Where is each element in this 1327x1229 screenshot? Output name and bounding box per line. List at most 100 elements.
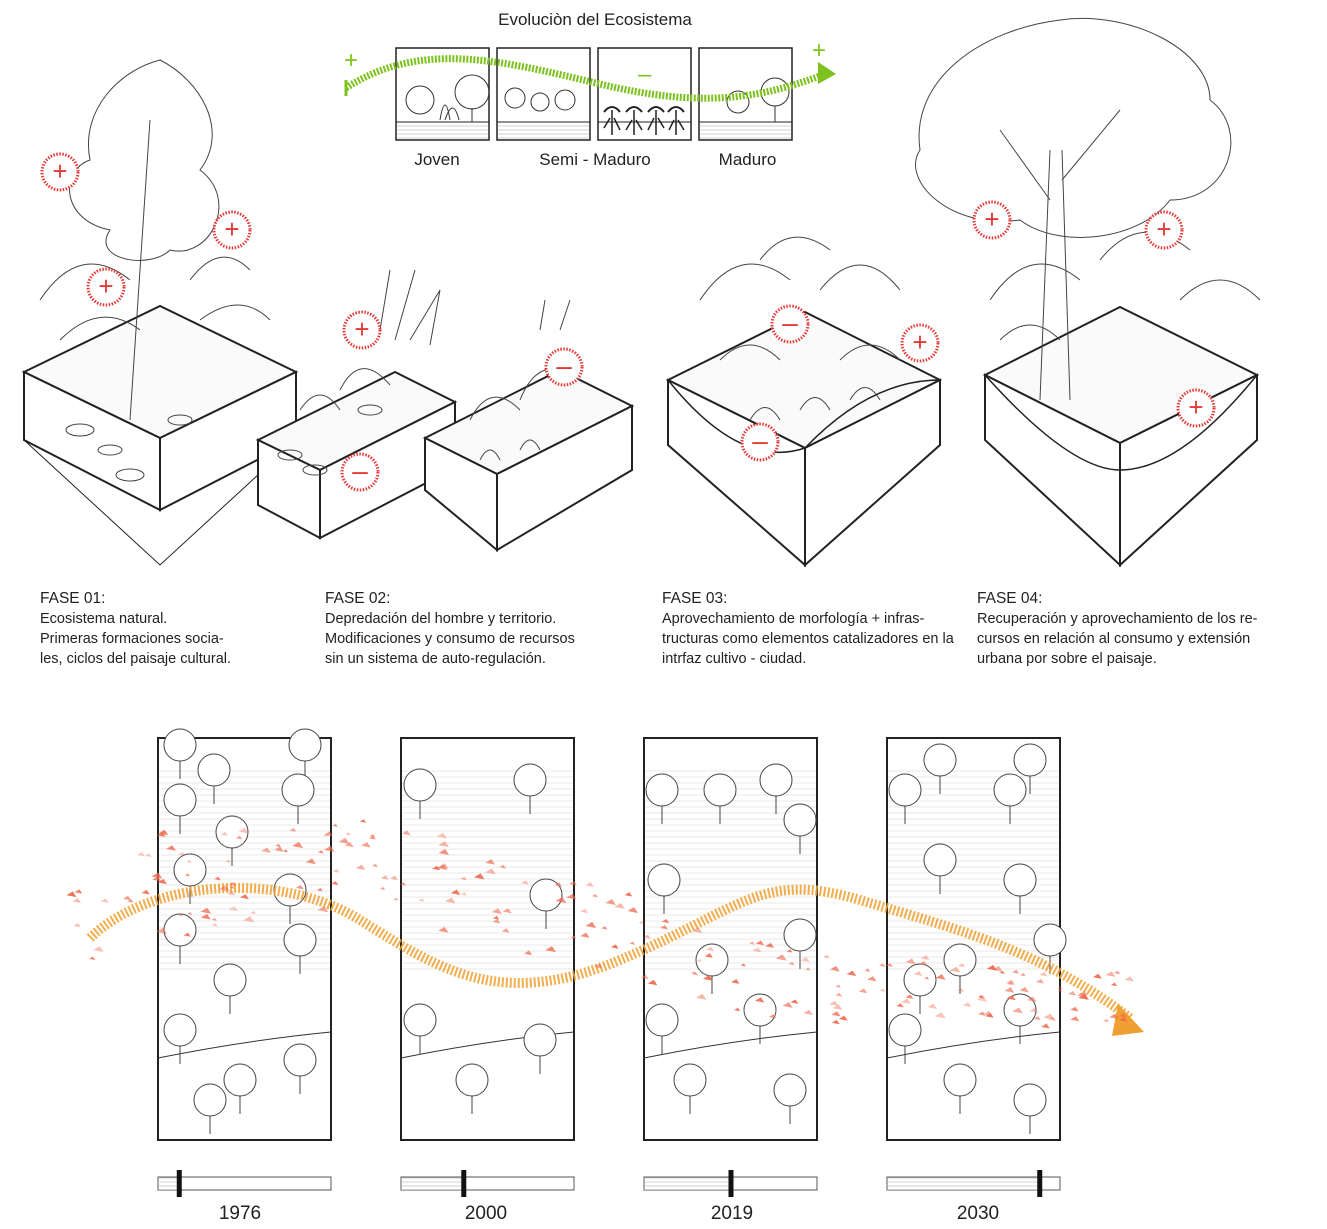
bird-mark [178, 913, 184, 917]
plus-marker: + [212, 210, 252, 250]
bird-mark [432, 865, 441, 871]
bird-mark [438, 848, 450, 855]
diagram-title: Evoluciòn del Ecosistema [498, 10, 692, 29]
bird-mark [401, 830, 411, 836]
bird-mark [275, 843, 281, 848]
timeline-panel [400, 737, 575, 1141]
bird-mark [934, 1012, 946, 1019]
bird-mark [211, 922, 218, 927]
bird-mark [733, 1007, 741, 1012]
bird-mark [1070, 1016, 1080, 1022]
bird-mark [438, 841, 450, 848]
phase-04-text: FASE 04: Recuperación y aprovechamiento … [977, 589, 1277, 669]
bird-mark [393, 897, 399, 901]
phase-01-line-3: les, ciclos del paisaje cultural. [40, 651, 232, 667]
bird-mark [706, 946, 715, 952]
bird-mark [1109, 1013, 1119, 1020]
tree-icon [993, 773, 1027, 824]
tree-icon [943, 1063, 977, 1114]
minus-sign: – [556, 350, 572, 381]
phase-02-block-a [255, 269, 458, 540]
bird-mark [1019, 972, 1026, 977]
tree-icon [773, 1073, 807, 1124]
bird-mark [332, 868, 340, 873]
bird-mark [1102, 1018, 1110, 1023]
bird-mark [502, 908, 512, 914]
marker-layer: ++++–––+–+++ [40, 152, 1216, 492]
tree-icon [213, 963, 247, 1014]
tree-icon [647, 863, 681, 914]
bird-mark [137, 851, 146, 857]
tree-icon [743, 993, 777, 1044]
bird-mark [228, 906, 238, 912]
tree-icon [215, 815, 249, 866]
plus-marker: + [1176, 388, 1216, 428]
bird-mark [151, 872, 163, 879]
tree-icon [529, 878, 563, 929]
timeline-marker [1037, 1170, 1043, 1197]
bird-mark [867, 976, 877, 982]
bird-mark [499, 864, 507, 869]
bird-mark [200, 913, 211, 920]
bird-mark [1006, 994, 1016, 1001]
bird-mark [901, 998, 911, 1004]
bird-mark [643, 934, 651, 939]
tree-icon [173, 853, 207, 904]
strip-frame-2 [496, 47, 591, 141]
bird-mark [436, 832, 448, 839]
tree-icon [1013, 743, 1047, 794]
bird-mark [1070, 1006, 1079, 1012]
bird-mark [782, 1002, 793, 1008]
phase-02-line-2: Modificaciones y consumo de recursos [325, 631, 575, 647]
plus-sign: + [354, 314, 369, 344]
minus-sign: – [352, 455, 368, 486]
plus-marker: + [342, 310, 382, 350]
year-label-2000: 2000 [464, 1203, 508, 1224]
bird-mark [144, 853, 152, 858]
bird-mark [156, 927, 168, 934]
bird-mark [437, 864, 448, 871]
tree-icon [163, 728, 197, 779]
bird-mark [580, 908, 589, 914]
bird-mark [316, 887, 323, 892]
bird-mark [748, 941, 755, 945]
bird-mark [765, 942, 775, 948]
bird-mark [152, 876, 162, 882]
year-label-2019: 2019 [710, 1203, 754, 1224]
bird-mark [473, 873, 485, 880]
plus-marker: + [972, 200, 1012, 240]
bird-mark [178, 851, 186, 857]
tree-icon [523, 1023, 557, 1074]
bird-mark [638, 920, 645, 924]
bird-mark [225, 859, 231, 863]
bird-mark [905, 958, 916, 965]
tree-icon [703, 773, 737, 824]
bird-mark [211, 917, 217, 921]
bird-mark [661, 919, 670, 924]
panel-layer [157, 728, 1067, 1141]
timeline-progress-bar [157, 1170, 332, 1197]
bird-mark [289, 827, 297, 832]
bird-mark [696, 959, 702, 963]
phase-03-text: FASE 03: Aprovechamiento de morfología +… [662, 589, 962, 669]
bird-mark [1006, 979, 1015, 985]
bird-mark [1043, 1013, 1055, 1020]
timeline-layer [157, 1170, 1061, 1197]
bird-mark [1118, 1013, 1128, 1018]
bird-mark [1034, 1016, 1041, 1020]
bird-mark [591, 893, 599, 898]
minus-marker: – [740, 422, 780, 462]
tree-icon [1013, 1083, 1047, 1134]
stage-label-young: Joven [414, 150, 460, 169]
bird-mark [731, 979, 740, 984]
bird-mark [214, 876, 221, 881]
bird-mark [905, 994, 914, 999]
growth-arrow-head [818, 62, 836, 84]
bird-mark [803, 1009, 813, 1016]
phase-04-line-3: urbana por sobre el paisaje. [977, 651, 1157, 667]
bird-mark [605, 899, 616, 906]
bird-mark [1105, 971, 1116, 977]
phase-02-block-b [422, 299, 635, 553]
phase-04-line-2: cursos en relación al consumo y extensió… [977, 631, 1251, 647]
bird-mark [790, 999, 799, 1004]
